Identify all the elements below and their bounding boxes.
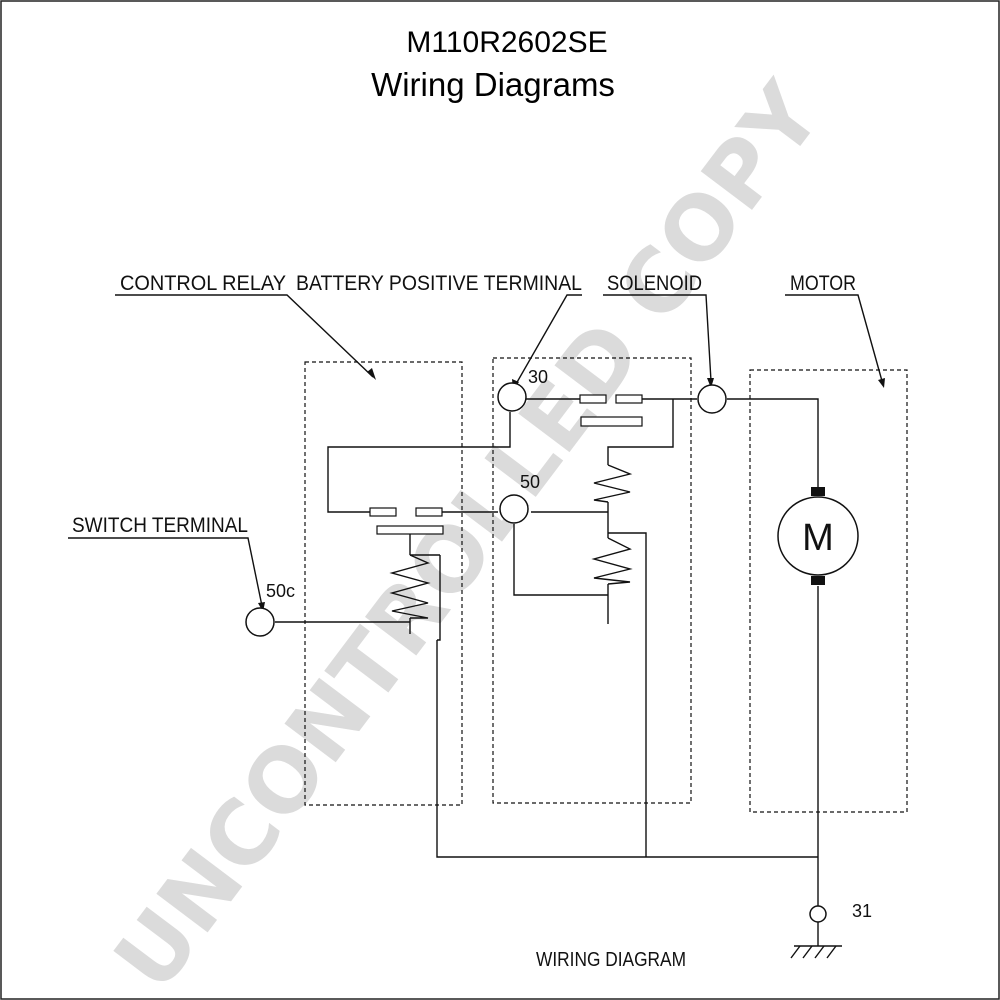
terminal-31-label: 31 bbox=[852, 901, 872, 921]
label-switch-terminal: SWITCH TERMINAL bbox=[72, 514, 248, 537]
terminal-50c-label: 50c bbox=[266, 581, 295, 601]
terminal-30 bbox=[497, 382, 527, 412]
terminal-30-label: 30 bbox=[528, 367, 548, 387]
page-title: M110R2602SE bbox=[406, 26, 607, 59]
label-battery-positive-terminal: BATTERY POSITIVE TERMINAL bbox=[296, 272, 582, 295]
motor-letter: M bbox=[802, 517, 834, 559]
label-motor: MOTOR bbox=[790, 272, 856, 295]
label-solenoid: SOLENOID bbox=[607, 272, 702, 295]
terminal-50-label: 50 bbox=[520, 472, 540, 492]
solenoid-hold-coil bbox=[593, 464, 633, 503]
terminal-50c bbox=[245, 607, 275, 637]
solenoid-pull-coil bbox=[591, 537, 633, 585]
wires bbox=[275, 398, 842, 959]
relay-contacts bbox=[369, 507, 444, 535]
relay-coil bbox=[389, 554, 431, 619]
label-control-relay: CONTROL RELAY bbox=[120, 272, 286, 295]
leader-lines bbox=[68, 294, 885, 612]
control-relay-box bbox=[304, 361, 463, 806]
terminal-50 bbox=[499, 494, 529, 524]
motor-symbol: M bbox=[777, 487, 859, 585]
terminal-31 bbox=[809, 905, 827, 923]
motor-box bbox=[749, 369, 908, 813]
solenoid-box bbox=[492, 357, 692, 804]
page-subtitle: Wiring Diagrams bbox=[371, 66, 615, 103]
label-footer: WIRING DIAGRAM bbox=[536, 949, 686, 971]
solenoid-contacts bbox=[579, 394, 643, 427]
terminal-solenoid bbox=[697, 384, 727, 414]
